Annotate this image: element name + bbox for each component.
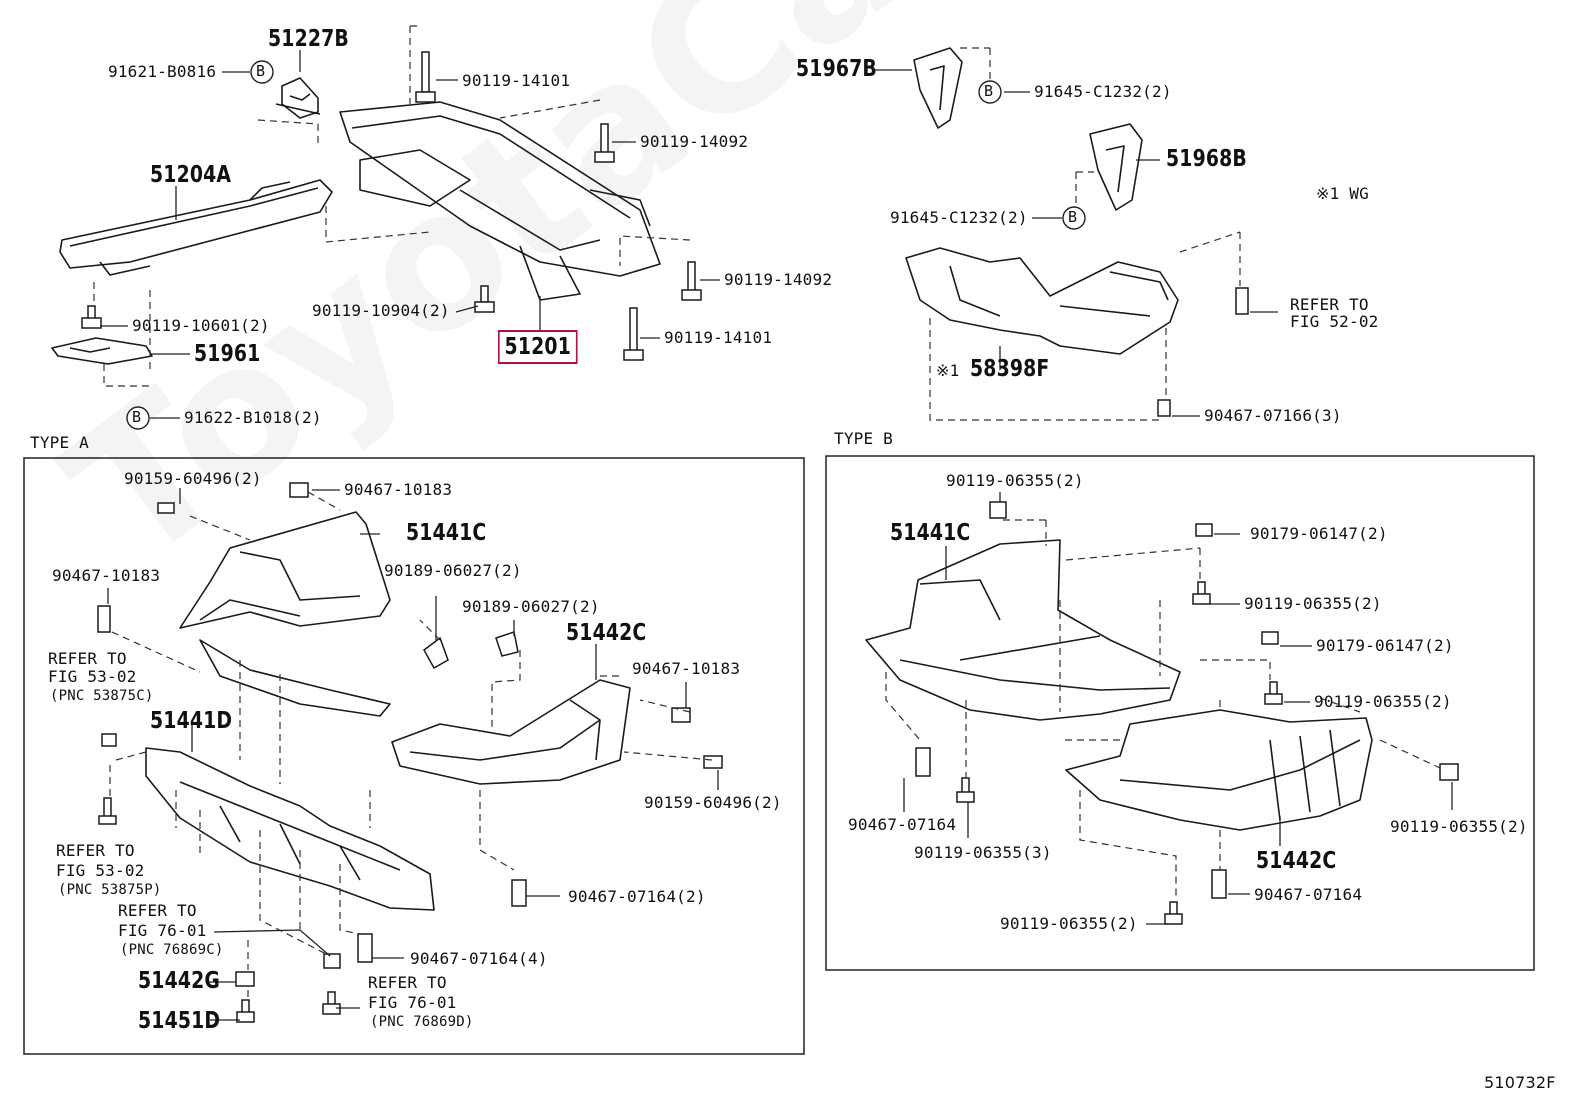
part-51201-highlighted-label: 51201: [498, 330, 578, 364]
type-b-51441c-drawing: [865, 539, 1181, 721]
a-90467-10183-top-label: 90467-10183: [344, 480, 453, 499]
a-refer-76-01-c-line1: REFER TO: [118, 901, 197, 920]
part-91621-b0816-label: 91621-B0816: [108, 62, 217, 81]
part-58398f-mark: ※1: [936, 361, 960, 380]
a-90467-07164-4-label: 90467-07164(4): [410, 949, 548, 968]
a-refer-53-02-p-line2: FIG 53-02: [56, 861, 145, 880]
part-51961-label: 51961: [194, 341, 261, 367]
b-90119-06355-first-label: 90119-06355(2): [1244, 594, 1382, 613]
a-refer-76-01-d-line3: (PNC 76869D): [370, 1014, 474, 1030]
a-51442c-label: 51442C: [566, 620, 647, 646]
part-90119-10601-label: 90119-10601(2): [132, 316, 270, 335]
part-51967b-label: 51967B: [796, 56, 877, 82]
b-90119-06355-top-label: 90119-06355(2): [946, 471, 1084, 490]
a-90467-07164-2-label: 90467-07164(2): [568, 887, 706, 906]
a-90467-10183-left-label: 90467-10183: [52, 566, 161, 585]
a-refer-53-02-p-line1: REFER TO: [56, 841, 135, 860]
type-a-51441d-drawing: [145, 747, 435, 911]
crossmember-51204a-drawing: [59, 179, 333, 276]
type-a-title: TYPE A: [30, 433, 89, 452]
part-51204a-label: 51204A: [150, 162, 232, 188]
a-51442g-label: 51442G: [138, 968, 221, 994]
a-refer-53-02-c-line2: FIG 53-02: [48, 667, 137, 686]
part-51968b-label: 51968B: [1166, 146, 1247, 172]
a-refer-76-01-c-line2: FIG 76-01: [118, 921, 207, 940]
a-90189-06027-second-label: 90189-06027(2): [462, 597, 600, 616]
part-90119-14101-top-label: 90119-14101: [462, 71, 571, 90]
type-b-title: TYPE B: [834, 429, 893, 448]
bolt-icons: [81, 51, 1459, 1023]
shield-58398f-drawing: [905, 247, 1179, 355]
part-90119-14092-bottom-label: 90119-14092: [724, 270, 833, 289]
mount-51227b-drawing: [275, 77, 321, 119]
bracket-51968b-drawing: [1089, 123, 1143, 211]
a-51441c-label: 51441C: [406, 520, 487, 546]
part-90119-14101-bottom-label: 90119-14101: [664, 328, 773, 347]
a-90159-60496-bottom-label: 90159-60496(2): [644, 793, 782, 812]
part-51227b-label: 51227B: [268, 26, 349, 52]
b-90119-06355-bottom-label: 90119-06355(2): [1000, 914, 1138, 933]
a-refer-76-01-c-line3: (PNC 76869C): [120, 942, 224, 958]
callout-b-4: B: [132, 408, 142, 426]
refer-fig-52-02-line1: REFER TO: [1290, 295, 1369, 314]
a-51441d-label: 51441D: [150, 708, 233, 734]
a-90159-60496-top-label: 90159-60496(2): [124, 469, 262, 488]
part-91622-b1018-label: 91622-B1018(2): [184, 408, 322, 427]
callout-b-3: B: [1068, 208, 1078, 226]
a-refer-53-02-c-line1: REFER TO: [48, 649, 127, 668]
type-b-51442c-drawing: [1065, 709, 1373, 831]
type-a-51441c-drawing: [179, 511, 391, 717]
part-90119-10904-label: 90119-10904(2): [312, 301, 450, 320]
a-51451d-label: 51451D: [138, 1008, 221, 1034]
part-58398f-label: 58398F: [970, 356, 1050, 382]
b-90179-06147-second-label: 90179-06147(2): [1316, 636, 1454, 655]
b-90467-07164-left-label: 90467-07164: [848, 815, 957, 834]
bracket-51967b-drawing: [913, 47, 963, 129]
refer-fig-52-02-line2: FIG 52-02: [1290, 312, 1379, 331]
part-91645-c1232-top-label: 91645-C1232(2): [1034, 82, 1172, 101]
dashed-guides: [93, 25, 1441, 1000]
wg-note: ※1 WG: [1316, 184, 1369, 203]
callout-b-1: B: [256, 62, 266, 80]
b-90467-07164-bottom-label: 90467-07164: [1254, 885, 1363, 904]
a-90467-10183-right-label: 90467-10183: [632, 659, 741, 678]
a-90189-06027-first-label: 90189-06027(2): [384, 561, 522, 580]
b-90119-06355-3-label: 90119-06355(3): [914, 843, 1052, 862]
type-a-frame: [23, 457, 805, 1055]
part-90467-07166-label: 90467-07166(3): [1204, 406, 1342, 425]
crossmember-51201-drawing: [339, 101, 661, 301]
a-refer-76-01-d-line2: FIG 76-01: [368, 993, 457, 1012]
plate-51961-drawing: [51, 337, 153, 365]
b-90119-06355-right-label: 90119-06355(2): [1390, 817, 1528, 836]
part-91645-c1232-bottom-label: 91645-C1232(2): [890, 208, 1028, 227]
a-refer-53-02-p-line3: (PNC 53875P): [58, 882, 162, 898]
b-51442c-label: 51442C: [1256, 848, 1337, 874]
part-90119-14092-top-label: 90119-14092: [640, 132, 749, 151]
figure-code: 510732F: [1484, 1073, 1556, 1092]
type-a-51442c-drawing: [391, 679, 631, 785]
type-b-frame: [825, 455, 1535, 971]
a-refer-76-01-d-line1: REFER TO: [368, 973, 447, 992]
callout-b-2: B: [984, 82, 994, 100]
leader-lines: [100, 50, 1453, 1021]
b-51441c-label: 51441C: [890, 520, 971, 546]
b-90119-06355-second-label: 90119-06355(2): [1314, 692, 1452, 711]
callout-circles: [126, 60, 1086, 430]
a-refer-53-02-c-line3: (PNC 53875C): [50, 688, 154, 704]
b-90179-06147-first-label: 90179-06147(2): [1250, 524, 1388, 543]
